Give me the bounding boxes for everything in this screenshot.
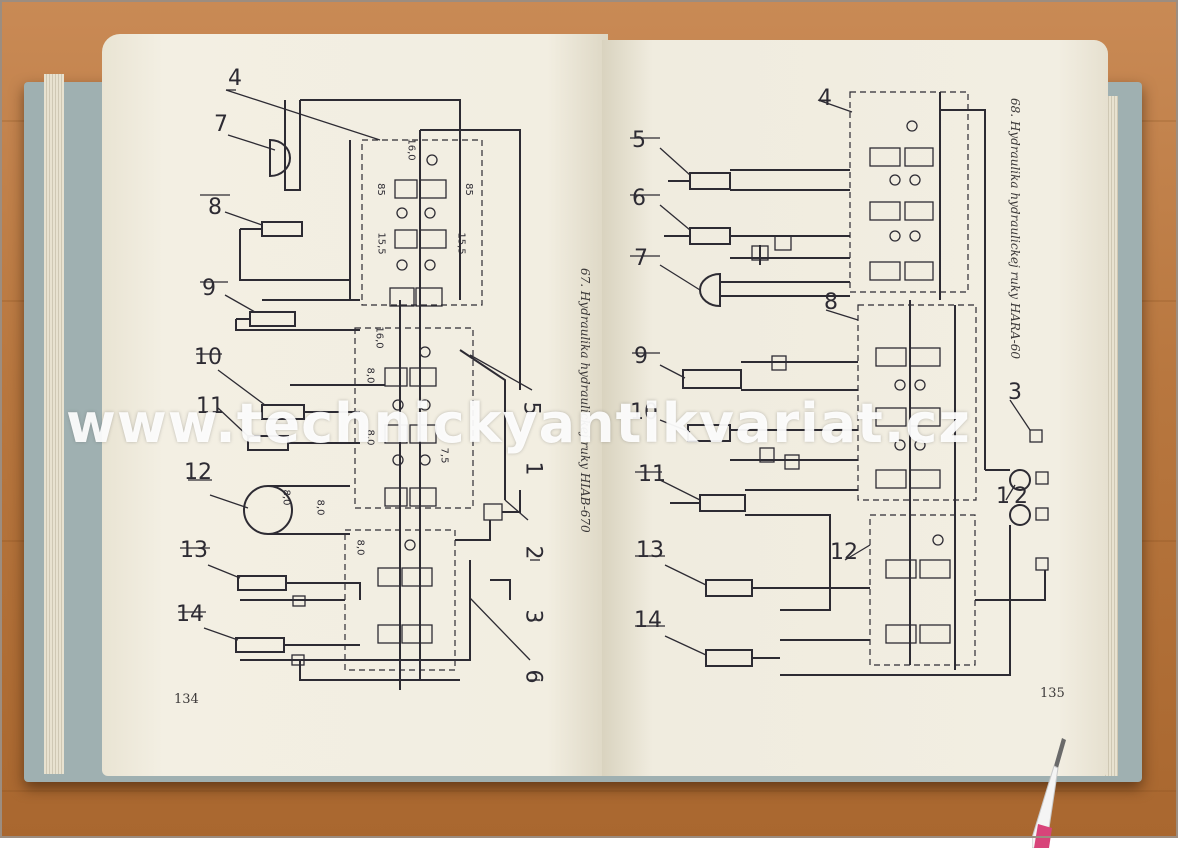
- part-label: 4: [228, 66, 242, 91]
- part-label: 13: [636, 538, 664, 563]
- valve-value: 15,5: [455, 232, 467, 255]
- part-label: 10: [194, 345, 222, 370]
- valve-value: 15,5: [375, 232, 387, 255]
- part-label: 4: [818, 86, 832, 111]
- right-figure-caption: 68. Hydraulika hydraulickej ruky HARA-60: [1008, 98, 1022, 359]
- part-label: 13: [180, 538, 208, 563]
- part-label: 7: [634, 246, 648, 271]
- valve-value: 16,0: [405, 138, 417, 161]
- valve-value: 8,0: [314, 499, 326, 516]
- left-page-number: 134: [174, 692, 199, 707]
- part-label: 7: [214, 112, 228, 137]
- right-page: [602, 40, 1108, 776]
- part-label: 6: [520, 669, 546, 684]
- part-label: 2: [520, 545, 546, 560]
- part-label: 8: [824, 290, 838, 315]
- part-label: 11: [638, 462, 666, 487]
- valve-value: 85: [462, 183, 474, 196]
- part-label: 14: [176, 602, 204, 627]
- part-label: 5: [632, 128, 646, 153]
- part-label: 14: [634, 608, 662, 633]
- valve-value: 8,0: [364, 367, 376, 384]
- part-label: 12: [184, 460, 212, 485]
- part-label: 6: [632, 186, 646, 211]
- part-label: 1: [520, 461, 546, 476]
- part-label: 11: [196, 394, 224, 419]
- right-page-number: 135: [1040, 686, 1065, 701]
- watermark-text: www.technickyantikvariat.cz: [66, 392, 971, 455]
- part-label: 9: [634, 344, 648, 369]
- page-edges-left: [44, 74, 64, 774]
- valve-value: 8,0: [280, 489, 292, 506]
- part-label: 10: [630, 400, 658, 425]
- part-label: 9: [202, 276, 216, 301]
- valve-value: 16,0: [373, 326, 385, 349]
- pen-icon: [1032, 738, 1066, 848]
- part-label: 3: [1008, 380, 1022, 405]
- left-schematic: [178, 89, 540, 690]
- valve-value: 8,0: [354, 539, 366, 556]
- left-page: [102, 34, 608, 776]
- part-label: 2: [1014, 484, 1028, 509]
- right-schematic: [630, 91, 1049, 676]
- part-label: 1: [996, 484, 1010, 509]
- valve-value: 85: [374, 183, 386, 196]
- part-label: 12: [830, 540, 858, 565]
- part-label: 3: [520, 609, 546, 624]
- part-label: 8: [208, 195, 222, 220]
